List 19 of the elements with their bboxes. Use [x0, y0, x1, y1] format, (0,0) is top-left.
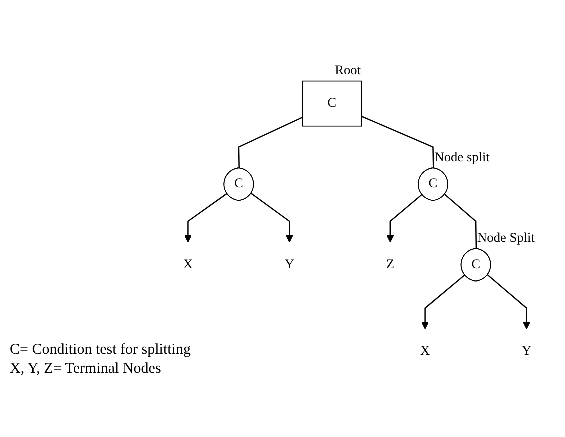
connector	[238, 117, 303, 169]
node-text: Y	[284, 257, 295, 272]
arrow	[488, 274, 530, 330]
node-caption: Root	[335, 62, 362, 78]
legend-note: C= Condition test for splitting	[10, 342, 191, 359]
node-caption: Node split	[434, 149, 490, 164]
arrow	[386, 194, 423, 243]
node-text: X	[183, 257, 194, 272]
legend-note: X, Y, Z= Terminal Nodes	[10, 361, 162, 378]
arrow	[251, 193, 294, 243]
node-text: Z	[386, 257, 394, 272]
node-box: C	[302, 80, 362, 127]
node-text: Y	[522, 344, 532, 358]
connector	[361, 116, 434, 169]
arrow	[184, 193, 228, 243]
connector	[444, 194, 478, 250]
arrow	[422, 274, 466, 330]
node-caption: Node Split	[478, 230, 535, 245]
node-text: X	[420, 344, 430, 358]
